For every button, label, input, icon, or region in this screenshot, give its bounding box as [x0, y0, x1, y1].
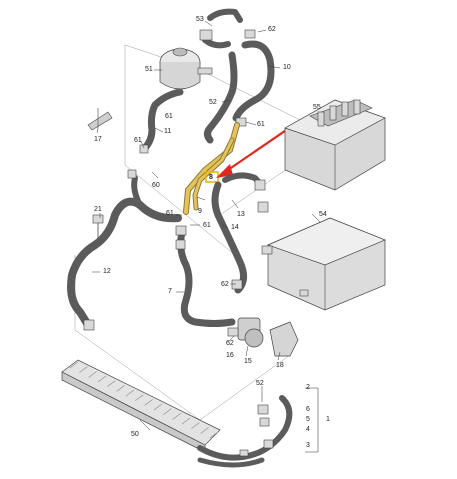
pump-15: [227, 317, 264, 348]
part-label-l61a: 61: [257, 121, 265, 128]
part-label-l12: 12: [103, 268, 111, 275]
part-label-l15: 15: [244, 358, 252, 365]
part-label-l62b: 62: [221, 281, 229, 288]
part-label-l16: 16: [226, 352, 234, 359]
radiator-fin: [135, 394, 144, 401]
radiator-50: [61, 359, 221, 453]
radiator-fin: [97, 375, 107, 383]
part-label-l8: 8: [209, 174, 213, 181]
part-label-l10: 10: [283, 64, 291, 71]
radiator-fin: [79, 366, 88, 373]
radiator-fin: [209, 431, 219, 439]
part-label-l7: 7: [168, 288, 172, 295]
clip-17: [87, 108, 113, 131]
highlighted-pipe-assembly: [183, 122, 240, 215]
radiator-fins: [69, 361, 219, 439]
hose-7: [175, 225, 236, 327]
control-unit-55: [284, 99, 386, 191]
part-label-l18: 18: [276, 362, 284, 369]
leader-lines: [92, 20, 321, 431]
bracket-21: [92, 214, 104, 238]
part-label-l52b: 52: [256, 380, 264, 387]
part-label-l11: 11: [164, 128, 172, 135]
upper-hoses: [199, 8, 275, 144]
hose-13: [222, 172, 269, 213]
part-label-l17: 17: [94, 136, 102, 143]
radiator-fin: [163, 408, 172, 415]
radiator-fin: [107, 380, 116, 387]
part-label-l14: 14: [231, 224, 239, 231]
bracket-18: [269, 321, 299, 357]
hose-14: [211, 181, 247, 294]
radiator-fin: [116, 385, 125, 392]
radiator-fin: [200, 427, 209, 434]
part-label-l60: 60: [152, 182, 160, 189]
part-label-l53: 53: [196, 16, 204, 23]
part-label-l6: 6: [306, 406, 310, 413]
part-label-l61b: 61: [165, 113, 173, 120]
radiator-fin: [181, 417, 191, 425]
control-unit-54: [261, 217, 386, 311]
part-label-l4: 4: [306, 426, 310, 433]
radiator-fin: [153, 403, 163, 411]
part-label-l55: 55: [313, 104, 321, 111]
hose-11: [139, 88, 184, 154]
part-label-l61d: 61: [166, 210, 174, 217]
part-label-l51: 51: [145, 66, 153, 73]
part-label-l52a: 52: [209, 99, 217, 106]
part-label-l61e: 61: [203, 222, 211, 229]
radiator-fin: [191, 422, 200, 429]
part-label-l54: 54: [319, 211, 327, 218]
part-label-l21: 21: [94, 206, 102, 213]
part-label-l5: 5: [306, 416, 310, 423]
radiator-fin: [172, 413, 181, 420]
hose-12: [67, 169, 182, 331]
part-label-l62a: 62: [268, 26, 276, 33]
part-label-l3: 3: [306, 442, 310, 449]
radiator-fin: [88, 371, 97, 378]
radiator-fin: [125, 389, 135, 397]
part-label-l50: 50: [131, 431, 139, 438]
lower-hoses: [197, 387, 319, 468]
part-label-l9: 9: [198, 208, 202, 215]
part-label-l62c: 62: [226, 340, 234, 347]
expansion-tank: [159, 47, 213, 90]
radiator-fin: [144, 399, 153, 406]
part-label-l2: 2: [306, 384, 310, 391]
part-label-l61c: 61: [134, 137, 142, 144]
part-label-l1: 1: [326, 416, 330, 423]
radiator-fin: [69, 361, 79, 369]
part-label-l13: 13: [237, 211, 245, 218]
